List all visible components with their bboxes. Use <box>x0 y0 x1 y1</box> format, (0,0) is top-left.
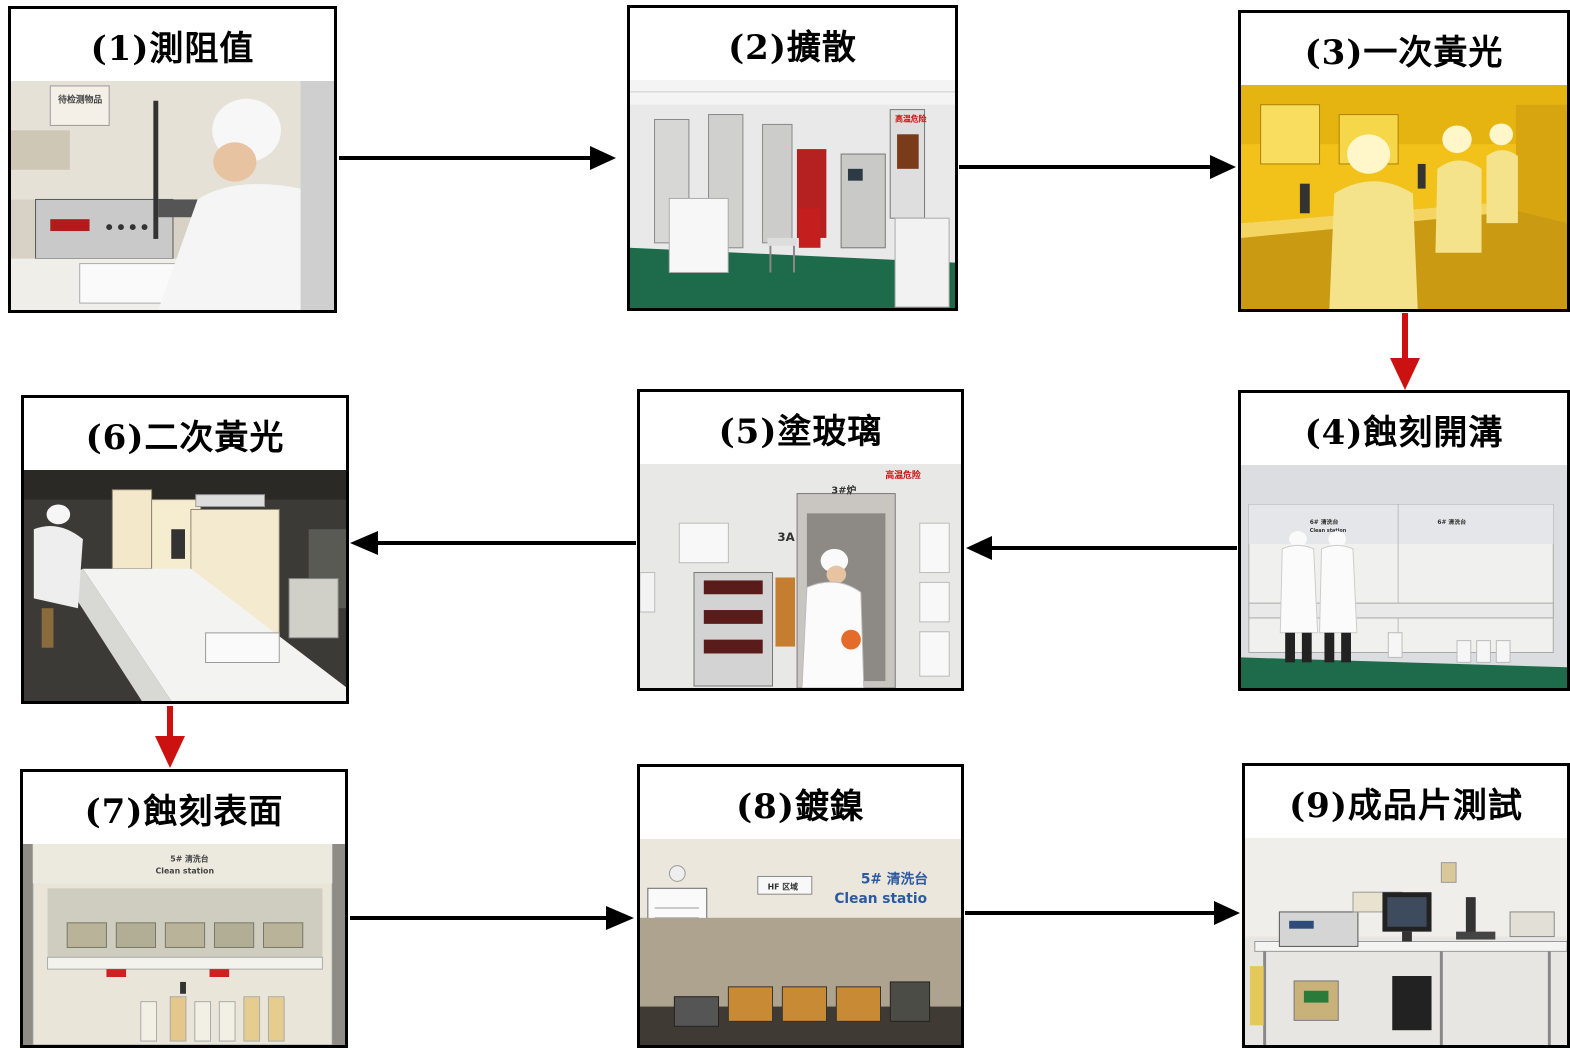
step-1-box: (1)測阻值 待检测物品 <box>8 6 337 313</box>
step-5-box: (5)塗玻璃 3#炉 高温危险 3A <box>637 389 964 691</box>
p4-station-a-en-text: Clean station <box>1310 528 1347 534</box>
step-3-box: (3)一次黃光 <box>1238 10 1570 312</box>
step-1-photo: 待检测物品 <box>11 81 334 310</box>
step-4-photo: 6# 清洗台 Clean station 6# 清洗台 <box>1241 465 1567 688</box>
p5-sign-text: 高温危险 <box>885 469 920 481</box>
step-6-box: (6)二次黃光 <box>21 395 349 704</box>
arrow-step5-to-step6 <box>350 531 636 555</box>
arrow-step4-to-step5 <box>966 536 1237 560</box>
step-3-photo <box>1241 85 1567 309</box>
arrow-step2-to-step3 <box>959 155 1236 179</box>
step-7-photo: 5# 清洗台 Clean station <box>23 844 345 1045</box>
p8-sign-text: HF 区域 <box>768 881 798 891</box>
p7-station-en-text: Clean station <box>156 867 215 876</box>
step-4-box: (4)蝕刻開溝 6# 清洗台 Clean station 6# 清洗台 <box>1238 390 1570 691</box>
step-4-title: (4)蝕刻開溝 <box>1241 393 1567 465</box>
p8-station-en-text: Clean statio <box>834 891 927 907</box>
arrow-step7-to-step8 <box>350 906 634 930</box>
arrow-step1-to-step2 <box>339 146 616 170</box>
p8-station-text: 5# 清洗台 <box>861 870 928 887</box>
step-6-photo <box>24 470 346 701</box>
arrow-step3-to-step4 <box>1390 313 1420 390</box>
step-2-photo: 高温危险 <box>630 80 955 308</box>
p4-station-a-text: 6# 清洗台 <box>1310 518 1339 526</box>
p5-unit-text: 3A <box>777 530 795 544</box>
step-8-box: (8)鍍鎳 5# 清洗台 Clean statio HF 区域 <box>637 764 964 1048</box>
step-1-title: (1)測阻值 <box>11 9 334 81</box>
step-5-photo: 3#炉 高温危险 3A <box>640 464 961 688</box>
p1-label-text: 待检测物品 <box>58 94 102 106</box>
step-8-title: (8)鍍鎳 <box>640 767 961 839</box>
step-5-title: (5)塗玻璃 <box>640 392 961 464</box>
step-9-title: (9)成品片測試 <box>1245 766 1567 838</box>
step-7-box: (7)蝕刻表面 5# 清洗台 Clean station <box>20 769 348 1048</box>
step-9-box: (9)成品片測試 <box>1242 763 1570 1048</box>
arrow-step8-to-step9 <box>965 901 1240 925</box>
p7-station-text: 5# 清洗台 <box>170 854 208 864</box>
step-3-title: (3)一次黃光 <box>1241 13 1567 85</box>
step-9-photo <box>1245 838 1567 1045</box>
step-2-box: (2)擴散 高温危险 <box>627 5 958 311</box>
p5-furnace-text: 3#炉 <box>831 484 856 497</box>
step-8-photo: 5# 清洗台 Clean statio HF 区域 <box>640 839 961 1045</box>
step-6-title: (6)二次黃光 <box>24 398 346 470</box>
p4-station-b-text: 6# 清洗台 <box>1437 518 1466 526</box>
p2-sign-text: 高温危险 <box>895 113 926 123</box>
step-2-title: (2)擴散 <box>630 8 955 80</box>
arrow-step6-to-step7 <box>155 706 185 768</box>
step-7-title: (7)蝕刻表面 <box>23 772 345 844</box>
